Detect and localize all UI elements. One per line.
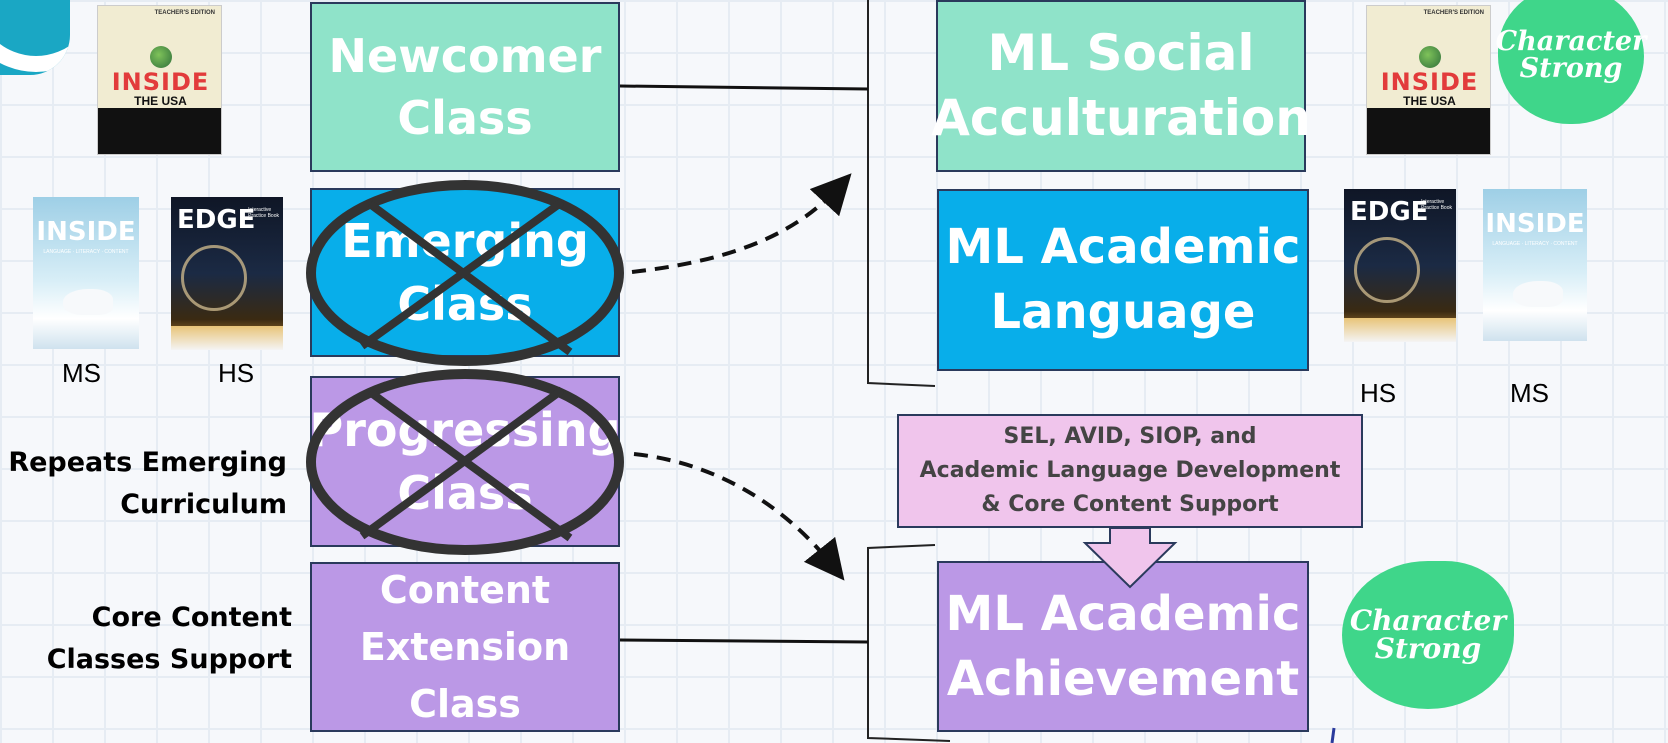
ml-academic-language-box: ML Academic Language — [937, 189, 1309, 371]
repeats-emerging-label: Repeats Emerging Curriculum — [8, 447, 287, 520]
inside-usa-title: INSIDE — [1380, 68, 1479, 96]
progressing-arrow — [633, 452, 845, 581]
inside-usa-edition-text: TEACHER'S EDITION — [1423, 10, 1484, 16]
inside-usa-book-left: TEACHER'S EDITION INSIDE THE USA — [97, 5, 222, 155]
newcomer-class-label: Newcomer Class — [328, 28, 602, 145]
newcomer-class-box: Newcomer Class — [310, 2, 620, 172]
support-box: SEL, AVID, SIOP, and Academic Language D… — [897, 414, 1363, 528]
bracket-top — [867, 0, 936, 387]
edge-book-right: EDGE Interactive Practice Book — [1344, 189, 1456, 342]
edge-tagline: Interactive Practice Book — [248, 207, 279, 219]
newcomer-connector — [619, 84, 869, 91]
character-strong-logo-text: Character Strong — [1349, 604, 1507, 665]
right-hs-label: HS — [1360, 378, 1397, 408]
emerging-arrow — [631, 173, 852, 274]
partial-logo-top-left — [0, 0, 70, 75]
character-strong-logo-top: Character Strong — [1495, 0, 1647, 124]
fox-image — [63, 289, 113, 315]
bottom-right-mark — [1330, 727, 1336, 743]
inside-title: INSIDE — [36, 217, 136, 247]
inside-usa-book-right: TEACHER'S EDITION INSIDE THE USA — [1366, 5, 1491, 155]
core-content-support-label: Core Content Classes Support — [46, 602, 292, 675]
inside-usa-subtitle: THE USA — [1367, 94, 1490, 108]
fox-image — [1513, 281, 1563, 307]
emerging-cross-out-mark — [306, 180, 624, 366]
edge-title: EDGE — [177, 205, 256, 235]
inside-book-left: INSIDE LANGUAGE · LITERACY · CONTENT — [33, 197, 139, 349]
right-ms-label: MS — [1510, 378, 1549, 408]
support-down-arrow — [1082, 527, 1178, 589]
edge-tagline: Interactive Practice Book — [1421, 199, 1452, 211]
content-extension-class-label: Content Extension Class — [359, 567, 571, 726]
inside-usa-edition-text: TEACHER'S EDITION — [154, 10, 215, 16]
globe-icon — [1419, 46, 1441, 68]
inside-tagline: LANGUAGE · LITERACY · CONTENT — [1492, 241, 1578, 247]
character-strong-logo-text: Character Strong — [1495, 26, 1647, 84]
inside-tagline: LANGUAGE · LITERACY · CONTENT — [43, 249, 129, 255]
left-hs-label: HS — [218, 358, 255, 388]
progressing-cross-out-mark — [306, 369, 624, 555]
ml-academic-language-label: ML Academic Language — [945, 219, 1301, 340]
unisphere-image — [181, 245, 247, 311]
inside-title: INSIDE — [1485, 209, 1585, 239]
globe-icon — [150, 46, 172, 68]
unisphere-image — [1354, 237, 1420, 303]
edge-book-left: EDGE Interactive Practice Book — [171, 197, 283, 350]
inside-book-right: INSIDE LANGUAGE · LITERACY · CONTENT — [1483, 189, 1587, 341]
content-extension-connector — [619, 638, 869, 644]
ml-social-acculturation-label: ML Social Acculturation — [931, 24, 1311, 147]
character-strong-logo-bottom: Character Strong — [1342, 561, 1514, 709]
inside-usa-subtitle: THE USA — [98, 94, 221, 108]
ml-academic-achievement-label: ML Academic Achievement — [945, 585, 1301, 707]
ml-social-acculturation-box: ML Social Acculturation — [931, 0, 1311, 172]
bracket-bottom — [867, 544, 951, 742]
inside-usa-title: INSIDE — [111, 68, 210, 96]
support-box-text: SEL, AVID, SIOP, and Academic Language D… — [919, 423, 1341, 518]
edge-title: EDGE — [1350, 197, 1429, 227]
content-extension-class-box: Content Extension Class — [310, 562, 620, 732]
left-ms-label: MS — [62, 358, 101, 388]
ml-academic-achievement-box: ML Academic Achievement — [937, 561, 1309, 732]
